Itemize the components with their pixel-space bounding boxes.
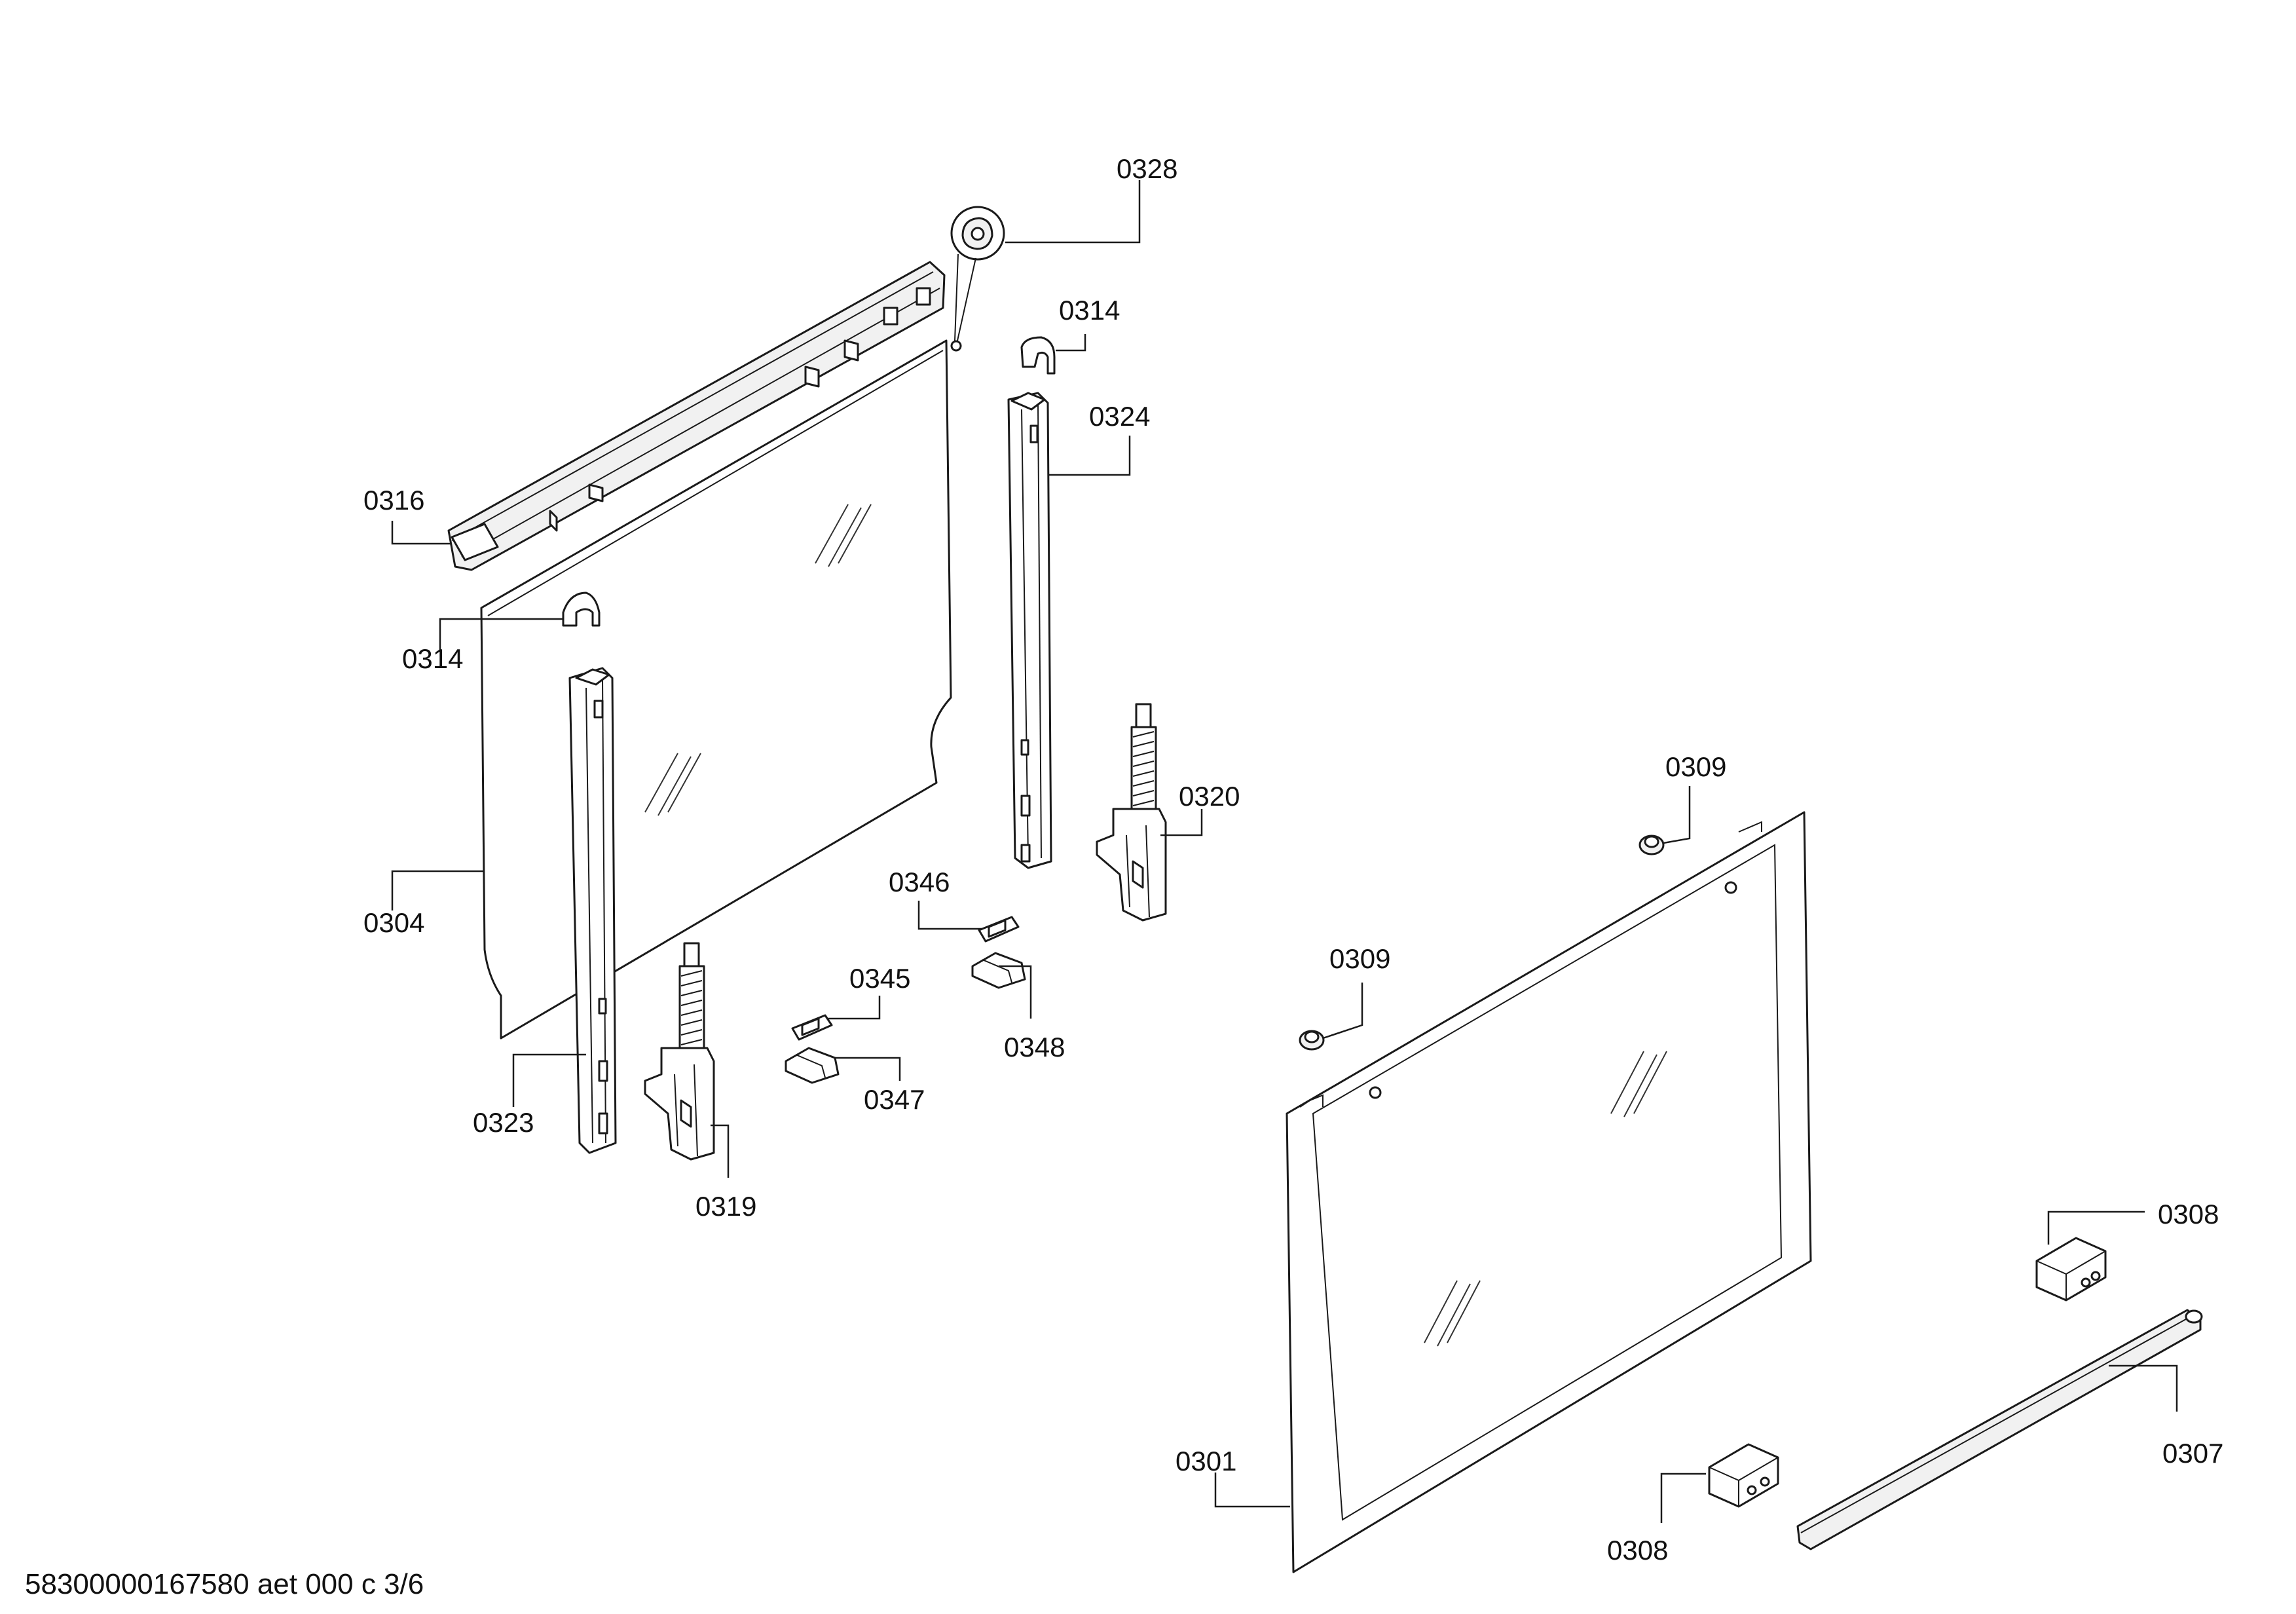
part-labels: 0328 0314 0324 0316 0314 0304 0320 0309 … [363,153,2223,1566]
hinge-0319 [644,942,715,1161]
pin-0328 [950,206,1005,352]
drawing-reference-footer: 58300000167580 aet 000 c 3/6 [25,1568,424,1600]
hinge-rail-0324 [1007,392,1052,869]
clip-0314-left [562,591,601,627]
label-0301: 0301 [1176,1446,1236,1476]
label-0320: 0320 [1179,781,1240,812]
handle-mount-0308-right [2035,1237,2107,1302]
bracket-0347 [785,1047,840,1084]
label-0346: 0346 [889,867,950,897]
label-0348: 0348 [1004,1032,1065,1062]
bracket-0345 [791,1014,833,1041]
clip-0314-top [1020,336,1056,375]
handle-bar-0307 [1796,1309,2203,1550]
outer-door-glass-0301 [1286,811,1812,1573]
label-0328: 0328 [1117,153,1177,184]
hinge-0320 [1096,703,1167,922]
label-0307: 0307 [2162,1438,2223,1469]
label-0304: 0304 [363,907,424,938]
label-0314-top: 0314 [1059,295,1120,326]
label-0308-bottom: 0308 [1607,1535,1668,1566]
inner-glass-panel-0304 [480,339,952,1040]
label-0309-mid: 0309 [1329,943,1390,974]
label-0314-left: 0314 [402,643,463,674]
bracket-0346 [978,916,1020,943]
top-profile-0316 [447,261,946,571]
spacer-0309-mid [1299,1030,1325,1051]
label-0345: 0345 [849,963,910,994]
hinge-rail-0323 [568,667,617,1154]
label-0308-right: 0308 [2158,1199,2219,1229]
label-0324: 0324 [1089,401,1150,432]
label-0347: 0347 [864,1084,925,1115]
spacer-0309-top [1639,835,1665,855]
label-0319: 0319 [695,1191,756,1222]
label-0323: 0323 [473,1107,534,1138]
bracket-0348 [971,952,1026,989]
handle-mount-0308-bottom [1708,1443,1779,1508]
leader-lines [391,180,2178,1523]
label-0309-top: 0309 [1665,751,1726,782]
label-0316: 0316 [363,485,424,516]
